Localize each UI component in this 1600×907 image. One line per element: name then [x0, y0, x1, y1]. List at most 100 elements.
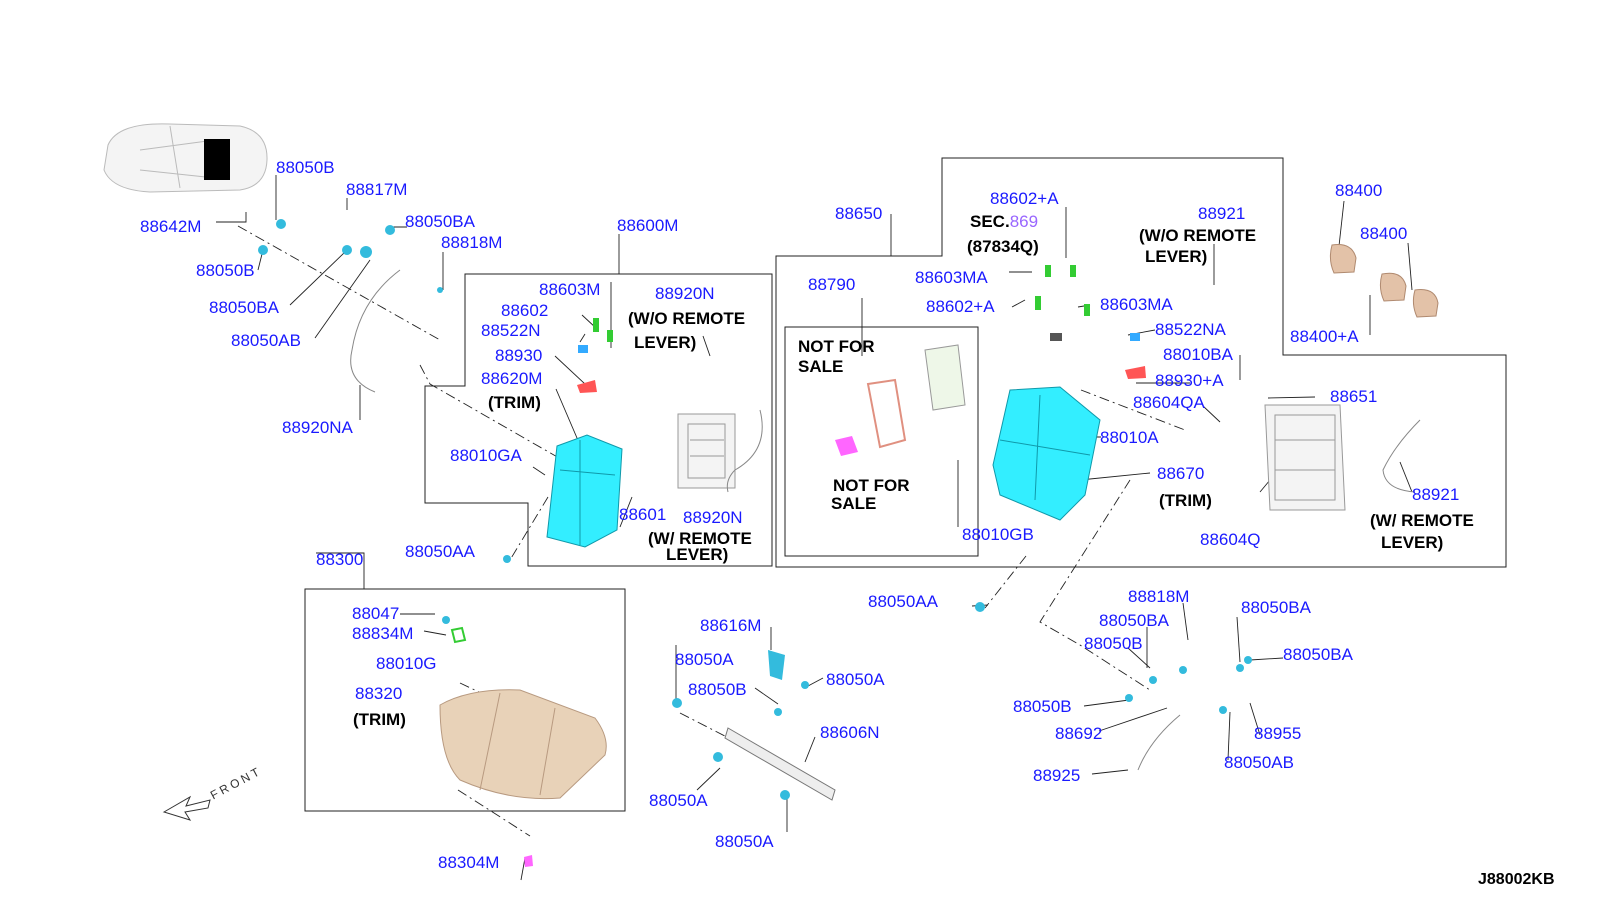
seat-back-left [546, 434, 623, 548]
bracket-88606N [724, 727, 836, 801]
part-88790-pad [924, 344, 966, 411]
part-sec869 [1050, 333, 1062, 341]
label-88920N[interactable]: 88920N [683, 508, 743, 527]
label-88930A[interactable]: 88930+A [1155, 371, 1224, 390]
note-not-for-sale: SALE [831, 494, 877, 513]
label-88050BA[interactable]: 88050BA [405, 212, 475, 231]
label-88955[interactable]: 88955 [1254, 724, 1302, 743]
note-trim: (TRIM) [488, 393, 541, 412]
label-88616M[interactable]: 88616M [700, 616, 762, 635]
note-not-for-sale: NOT FOR [833, 476, 910, 495]
label-88670[interactable]: 88670 [1157, 464, 1205, 483]
label-88050A[interactable]: 88050A [715, 832, 774, 851]
car-thumbnail-highlight [204, 139, 230, 180]
label-88304M[interactable]: 88304M [438, 853, 500, 872]
bracket-88930A [1125, 366, 1146, 379]
label-88050B[interactable]: 88050B [1013, 697, 1072, 716]
label-88620M[interactable]: 88620M [481, 369, 543, 388]
label-88606N[interactable]: 88606N [820, 723, 880, 742]
part-88616M [768, 650, 785, 680]
label-88010GA[interactable]: 88010GA [450, 446, 522, 465]
headrest-88400A [1412, 289, 1439, 318]
frame-88651 [1264, 404, 1346, 511]
label-88817M[interactable]: 88817M [346, 180, 408, 199]
frame-88300 [304, 588, 626, 812]
label-88642M[interactable]: 88642M [140, 217, 202, 236]
label-88604Q[interactable]: 88604Q [1200, 530, 1261, 549]
frame-not-for-sale [784, 326, 979, 557]
label-88603M[interactable]: 88603M [539, 280, 601, 299]
label-88651[interactable]: 88651 [1330, 387, 1378, 406]
label-88047[interactable]: 88047 [352, 604, 400, 623]
leader-lines [216, 175, 1413, 881]
label-88602A[interactable]: 88602+A [926, 297, 995, 316]
label-88300[interactable]: 88300 [316, 550, 364, 569]
label-88692[interactable]: 88692 [1055, 724, 1103, 743]
label-88920NA[interactable]: 88920NA [282, 418, 353, 437]
label-88400[interactable]: 88400 [1335, 181, 1383, 200]
label-88818M[interactable]: 88818M [441, 233, 503, 252]
label-88920N[interactable]: 88920N [655, 284, 715, 303]
label-88320[interactable]: 88320 [355, 684, 403, 703]
clip-88603MA-2 [1084, 304, 1090, 316]
label-88050B[interactable]: 88050B [196, 261, 255, 280]
label-88603MA[interactable]: 88603MA [915, 268, 988, 287]
label-88050AA[interactable]: 88050AA [868, 592, 938, 611]
seat-cushion [439, 689, 607, 800]
label-88400[interactable]: 88400 [1360, 224, 1408, 243]
wires [350, 269, 1421, 771]
clip-88603M [607, 330, 613, 342]
label-88050AB[interactable]: 88050AB [1224, 753, 1294, 772]
label-88050BA[interactable]: 88050BA [1241, 598, 1311, 617]
label-88522NA[interactable]: 88522NA [1155, 320, 1226, 339]
label-88522N[interactable]: 88522N [481, 321, 541, 340]
front-arrow [162, 795, 211, 821]
label-88050BA[interactable]: 88050BA [209, 298, 279, 317]
label-88050AA[interactable]: 88050AA [405, 542, 475, 561]
label-88050A[interactable]: 88050A [675, 650, 734, 669]
label-88930[interactable]: 88930 [495, 346, 543, 365]
note-lever: LEVER) [1145, 247, 1208, 266]
label-88600M[interactable]: 88600M [617, 216, 679, 235]
clip-88602A [1035, 296, 1041, 310]
label-88604QA[interactable]: 88604QA [1133, 393, 1205, 412]
label-88010GB[interactable]: 88010GB [962, 525, 1034, 544]
sec-link[interactable]: 869 [1009, 212, 1039, 231]
label-88050B[interactable]: 88050B [688, 680, 747, 699]
sec-prefix: SEC. [970, 212, 1010, 231]
label-88603MA[interactable]: 88603MA [1100, 295, 1173, 314]
label-88050A[interactable]: 88050A [649, 791, 708, 810]
label-88010G[interactable]: 88010G [376, 654, 437, 673]
part-88834M [450, 626, 467, 644]
label-88921[interactable]: 88921 [1412, 485, 1460, 504]
bracket-88930 [577, 380, 597, 393]
part-88522N [578, 345, 588, 353]
label-88050A[interactable]: 88050A [826, 670, 885, 689]
label-88050B[interactable]: 88050B [276, 158, 335, 177]
label-88050BA[interactable]: 88050BA [1283, 645, 1353, 664]
label-88601[interactable]: 88601 [619, 505, 667, 524]
label-88010BA[interactable]: 88010BA [1163, 345, 1233, 364]
headrest-88400-1 [1329, 244, 1357, 274]
clip-88602 [593, 318, 599, 332]
label-88925[interactable]: 88925 [1033, 766, 1081, 785]
label-88050AB[interactable]: 88050AB [231, 331, 301, 350]
note-wo-remote: (W/O REMOTE [628, 309, 746, 328]
note-w-remote: (W/ REMOTE [648, 529, 752, 548]
label-88921[interactable]: 88921 [1198, 204, 1246, 223]
label-88400A[interactable]: 88400+A [1290, 327, 1359, 346]
frame-88601 [677, 413, 736, 489]
label-88818M[interactable]: 88818M [1128, 587, 1190, 606]
label-88050BA[interactable]: 88050BA [1099, 611, 1169, 630]
label-88010A[interactable]: 88010A [1100, 428, 1159, 447]
label-88602A[interactable]: 88602+A [990, 189, 1059, 208]
frame-88650 [775, 157, 1507, 568]
label-88602[interactable]: 88602 [501, 301, 549, 320]
label-88050B[interactable]: 88050B [1084, 634, 1143, 653]
label-88834M[interactable]: 88834M [352, 624, 414, 643]
note-lever: LEVER) [1381, 533, 1444, 552]
label-88650[interactable]: 88650 [835, 204, 883, 223]
label-88790[interactable]: 88790 [808, 275, 856, 294]
headrest-88400-2 [1379, 272, 1407, 302]
